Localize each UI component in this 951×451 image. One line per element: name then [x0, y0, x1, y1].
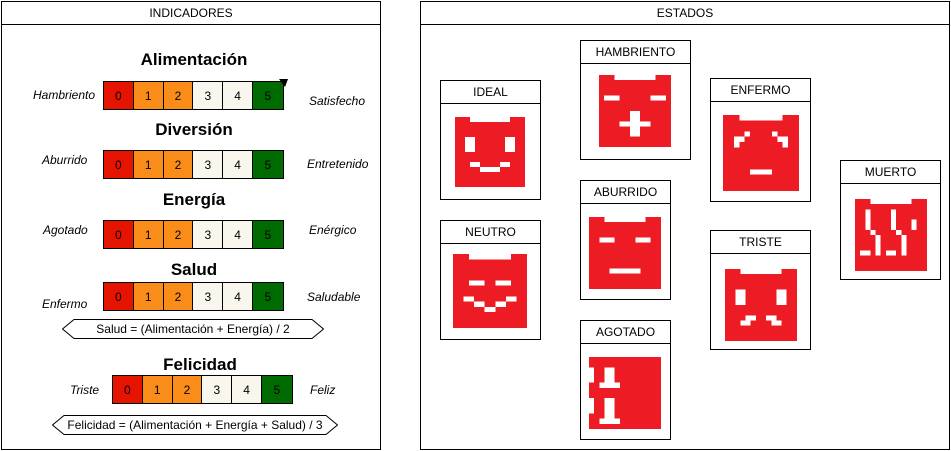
scale-cell: 0	[104, 151, 134, 178]
state-hambriento: HAMBRIENTO	[580, 40, 691, 160]
state-hambriento-title: HAMBRIENTO	[581, 41, 690, 64]
face-aburrido-icon	[589, 217, 661, 289]
scale-cell: 2	[163, 82, 194, 109]
scale-cell: 0	[104, 82, 134, 109]
indicator-low-felicidad: Triste	[70, 383, 100, 397]
scale-cell: 5	[252, 221, 283, 248]
scale-cell: 4	[223, 82, 253, 109]
state-muerto-title: MUERTO	[841, 161, 940, 184]
scale-cell: 3	[193, 82, 224, 109]
scale-cell: 2	[163, 151, 194, 178]
formula-salud-text: Salud = (Alimentación + Energía) / 2	[96, 322, 290, 336]
formula-felicidad-text: Felicidad = (Alimentación + Energía + Sa…	[67, 418, 323, 432]
indicator-high-alimentacion: Satisfecho	[309, 94, 366, 108]
formula-felicidad: Felicidad = (Alimentación + Energía + Sa…	[52, 415, 338, 435]
scale-cell: 0	[104, 221, 134, 248]
state-aburrido-title: ABURRIDO	[581, 181, 670, 204]
indicator-low-diversion: Aburrido	[42, 153, 88, 167]
state-neutro-title: NEUTRO	[441, 221, 540, 244]
scale-cell: 0	[113, 376, 143, 403]
indicator-low-energia: Agotado	[43, 223, 88, 237]
scale-cell: 3	[193, 283, 224, 310]
cursor-icon	[279, 79, 288, 87]
face-enfermo-icon	[723, 115, 799, 191]
scale-cell: 1	[133, 82, 164, 109]
scale-cell: 3	[193, 151, 224, 178]
state-aburrido: ABURRIDO	[580, 180, 671, 300]
state-ideal: IDEAL	[440, 80, 541, 200]
indicator-title-salud: Salud	[170, 260, 218, 279]
scale-cell: 4	[223, 283, 253, 310]
indicator-high-diversion: Entretenido	[307, 157, 369, 171]
indicator-low-salud: Enfermo	[42, 297, 88, 311]
scale-cell: 2	[172, 376, 203, 403]
indicator-title-energia: Energía	[162, 190, 226, 209]
scale-cell: 5	[261, 376, 292, 403]
indicator-high-energia: Enérgico	[309, 223, 357, 237]
indicator-high-salud: Saludable	[307, 290, 361, 304]
scale-cell: 4	[223, 221, 253, 248]
scale-cell: 2	[163, 283, 194, 310]
face-agotado-icon	[589, 357, 661, 429]
scale-cell: 4	[232, 376, 262, 403]
formula-salud: Salud = (Alimentación + Energía) / 2	[62, 319, 324, 339]
scale-cell: 2	[163, 221, 194, 248]
indicator-title-felicidad: Felicidad	[163, 355, 237, 374]
scale-cell: 5	[252, 283, 283, 310]
state-agotado-title: AGOTADO	[581, 321, 670, 344]
scale-cell: 3	[202, 376, 233, 403]
state-agotado: AGOTADO	[580, 320, 671, 440]
scale-cell: 5	[252, 82, 283, 109]
scale-cell: 0	[104, 283, 134, 310]
scale-cell: 1	[133, 221, 164, 248]
scale-cell: 5	[252, 151, 283, 178]
scale-cell: 1	[133, 283, 164, 310]
indicator-low-alimentacion: Hambriento	[33, 88, 96, 102]
state-enfermo: ENFERMO	[710, 78, 811, 202]
state-enfermo-title: ENFERMO	[711, 79, 810, 102]
estados-title: ESTADOS	[421, 2, 949, 25]
face-neutro-icon	[453, 254, 527, 328]
state-ideal-title: IDEAL	[441, 81, 540, 104]
state-triste-title: TRISTE	[711, 231, 810, 254]
scale-cell: 1	[142, 376, 173, 403]
indicadores-title: INDICADORES	[2, 2, 380, 25]
indicator-title-alimentacion: Alimentación	[140, 50, 248, 69]
state-muerto: MUERTO	[840, 160, 941, 280]
state-triste: TRISTE	[710, 230, 811, 350]
face-muerto-icon	[855, 199, 927, 271]
scale-cell: 1	[133, 151, 164, 178]
indicator-title-diversion: Diversión	[155, 120, 233, 139]
scale-cell: 3	[193, 221, 224, 248]
scale-cell: 4	[223, 151, 253, 178]
indicator-high-felicidad: Feliz	[310, 383, 336, 397]
face-ideal-icon	[455, 117, 525, 187]
face-triste-icon	[725, 269, 797, 341]
face-hambriento-icon	[599, 75, 671, 147]
state-neutro: NEUTRO	[440, 220, 541, 340]
